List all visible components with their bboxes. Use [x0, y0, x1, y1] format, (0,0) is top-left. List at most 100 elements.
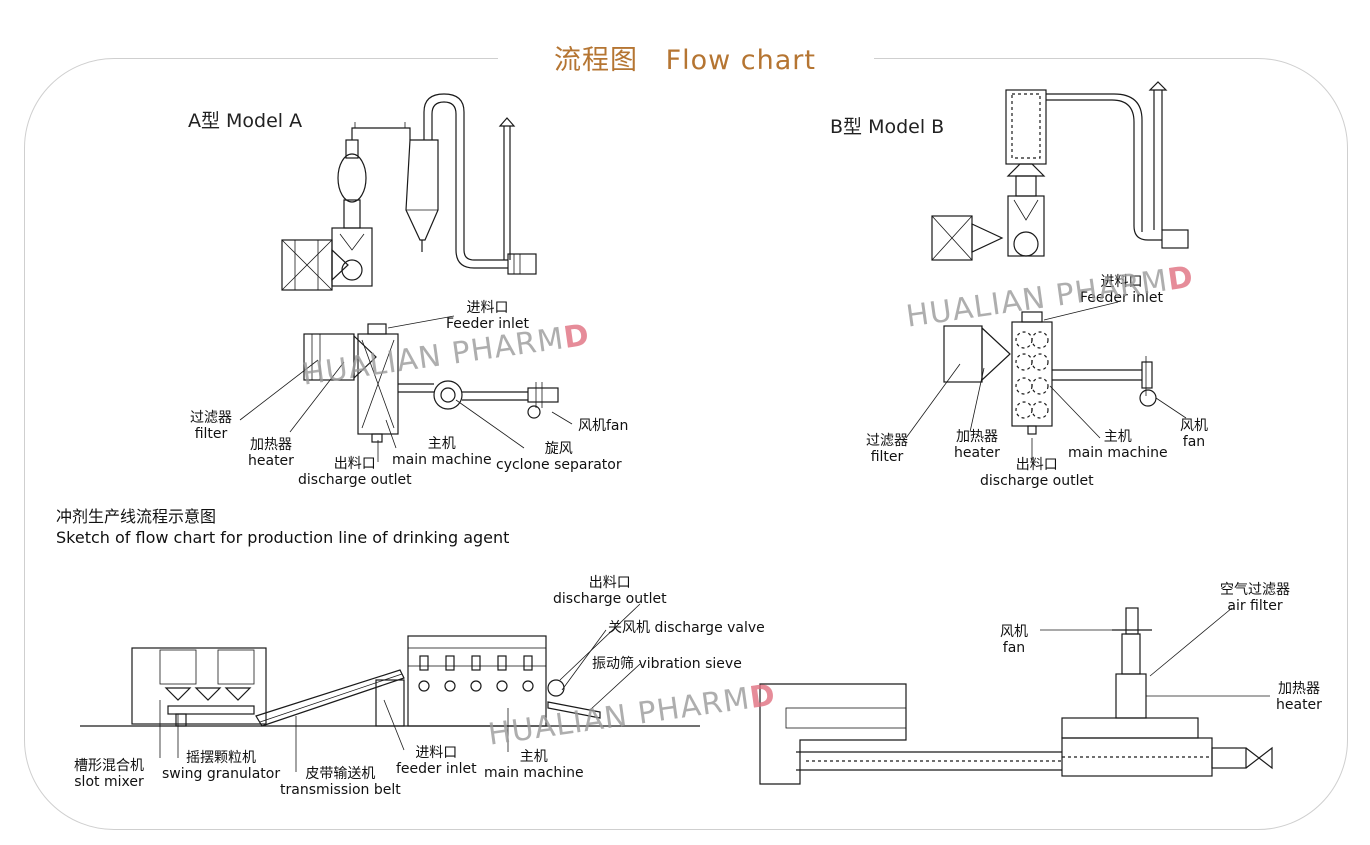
model-b-heater-cn: 加热器 [955, 429, 998, 445]
model-a-discharge-outlet-label: 出料口 discharge outlet [298, 456, 412, 488]
model-a-cyclone-plan [433, 380, 463, 410]
line-heater-cn: 加热器 [1277, 681, 1320, 697]
line-swing-granulator-label: 摇摆颗粒机 swing granulator [162, 750, 280, 782]
line-heater [1115, 673, 1147, 719]
page-title-en: Flow chart [665, 45, 816, 76]
model-a-feeder-inlet-en: Feeder inlet [446, 316, 529, 332]
page-title-cn: 流程图 [554, 45, 638, 76]
line-discharge-outlet-cn: 出料口 [588, 575, 631, 591]
model-a-plan [239, 315, 573, 462]
model-b-feeder-inlet-en: Feeder inlet [1080, 290, 1163, 306]
model-b-main-machine-label: 主机 main machine [1068, 429, 1168, 461]
line-feeder-inlet-en: feeder inlet [396, 761, 477, 777]
model-a-feeder-inlet-label: 进料口 Feeder inlet [446, 300, 529, 332]
line-discharge-outlet-label: 出料口 discharge outlet [553, 575, 667, 607]
model-b-fan [1161, 229, 1189, 249]
model-b-filter-label: 过滤器 filter [866, 433, 908, 465]
line-feeder-inlet-label: 进料口 feeder inlet [396, 745, 477, 777]
model-b-filter [943, 325, 983, 383]
production-line-caption-cn: 冲剂生产线流程示意图 [56, 507, 217, 526]
line-vibration-sieve-label: 振动筛 vibration sieve [592, 656, 742, 672]
model-b-fan-cn: 风机 [1180, 418, 1208, 434]
right-line-frame [759, 683, 907, 785]
model-a-filter-label: 过滤器 filter [190, 410, 232, 442]
line-main-machine [407, 635, 547, 727]
production-line-right [759, 607, 1273, 785]
model-a-main-machine [331, 227, 373, 287]
model-a-discharge-outlet-en: discharge outlet [298, 472, 412, 488]
fluid-bed-top [1061, 717, 1199, 739]
line-air-filter-en: air filter [1227, 598, 1283, 614]
line-belt-en: transmission belt [280, 782, 401, 798]
model-a-fan-label: 风机fan [578, 418, 629, 434]
model-b-discharge-outlet-en: discharge outlet [980, 473, 1094, 489]
line-belt-cn: 皮带输送机 [305, 766, 376, 782]
model-b-feeder-inlet-cn: 进料口 [1100, 274, 1143, 290]
model-a-heater-label: 加热器 heater [248, 437, 294, 469]
model-b-heater-en: heater [954, 445, 1000, 461]
line-belt-label: 皮带输送机 transmission belt [280, 766, 401, 798]
line-slot-mixer-cn: 槽形混合机 [74, 758, 144, 774]
model-a-cyclone-label: 旋风 cyclone separator [496, 441, 622, 473]
line-heater-label: 加热器 heater [1276, 681, 1322, 713]
model-a-main-machine-en: main machine [392, 452, 492, 468]
watermark-a-letter: D [561, 317, 592, 356]
model-b-label: B型 Model B [830, 116, 945, 138]
model-b-plan [905, 301, 1187, 460]
line-air-filter-label: 空气过滤器 air filter [1220, 582, 1290, 614]
model-b-discharge-outlet-cn: 出料口 [1015, 457, 1058, 473]
line-heater-en: heater [1276, 697, 1322, 713]
production-line-caption-en: Sketch of flow chart for production line… [56, 528, 510, 547]
model-a-filter-cn: 过滤器 [190, 410, 232, 426]
title-gap [498, 50, 874, 70]
line-slot-mixer-label: 槽形混合机 slot mixer [74, 758, 144, 790]
model-a-label: A型 Model A [188, 110, 303, 132]
model-b-heater-label: 加热器 heater [954, 429, 1000, 461]
line-fan-en: fan [1002, 640, 1026, 656]
model-b-elevation [931, 81, 1189, 261]
model-b-main-machine-en: main machine [1068, 445, 1168, 461]
slot-mixer-drawing [131, 647, 267, 725]
model-a-elevation [281, 93, 537, 291]
model-a-heater-en: heater [248, 453, 294, 469]
model-a-cyclone-en: cyclone separator [496, 457, 622, 473]
line-main-machine-en: main machine [484, 765, 584, 781]
model-a-main-machine-cn: 主机 [427, 436, 456, 452]
model-a-discharge-outlet-cn: 出料口 [333, 456, 376, 472]
line-main-machine-cn: 主机 [519, 749, 548, 765]
model-a-feeder-inlet-cn: 进料口 [466, 300, 509, 316]
model-b-main-machine-cn: 主机 [1103, 429, 1132, 445]
model-b-filter-en: filter [870, 449, 904, 465]
model-a-cyclone [405, 139, 439, 241]
model-b-main-machine [1007, 195, 1045, 257]
model-a-main-machine-label: 主机 main machine [392, 436, 492, 468]
discharge-valve-drawing [547, 679, 565, 697]
line-feeder-inlet-cn: 进料口 [415, 745, 458, 761]
line-fan [1125, 607, 1139, 635]
model-b-bag-filter [1005, 89, 1047, 165]
line-main-machine-label: 主机 main machine [484, 749, 584, 781]
model-b-fan-en: fan [1182, 434, 1206, 450]
line-slot-mixer-en: slot mixer [74, 774, 144, 790]
line-discharge-valve-label: 关风机 discharge valve [608, 620, 765, 636]
line-swing-granulator-en: swing granulator [162, 766, 281, 782]
line-fan-cn: 风机 [1000, 624, 1028, 640]
watermark-b-letter: D [1165, 259, 1196, 298]
watermark-c-letter: D [747, 677, 778, 716]
model-a-fan [507, 253, 537, 275]
production-line-left [80, 603, 700, 772]
model-a-cyclone-cn: 旋风 [544, 441, 573, 457]
model-b-feeder-inlet-label: 进料口 Feeder inlet [1080, 274, 1163, 306]
line-swing-granulator-cn: 摇摆颗粒机 [186, 750, 257, 766]
model-a-heater-cn: 加热器 [249, 437, 292, 453]
model-a-filter-en: filter [194, 426, 228, 442]
model-b-discharge-outlet-label: 出料口 discharge outlet [980, 457, 1094, 489]
line-discharge-outlet-en: discharge outlet [553, 591, 667, 607]
page-title: 流程图 Flow chart [0, 38, 1370, 77]
production-line-caption: 冲剂生产线流程示意图 Sketch of flow chart for prod… [56, 506, 509, 548]
model-b-fan-label: 风机 fan [1180, 418, 1208, 450]
model-b-filter-cn: 过滤器 [866, 433, 908, 449]
line-fan-label: 风机 fan [1000, 624, 1028, 656]
line-air-filter-cn: 空气过滤器 [1220, 582, 1290, 598]
